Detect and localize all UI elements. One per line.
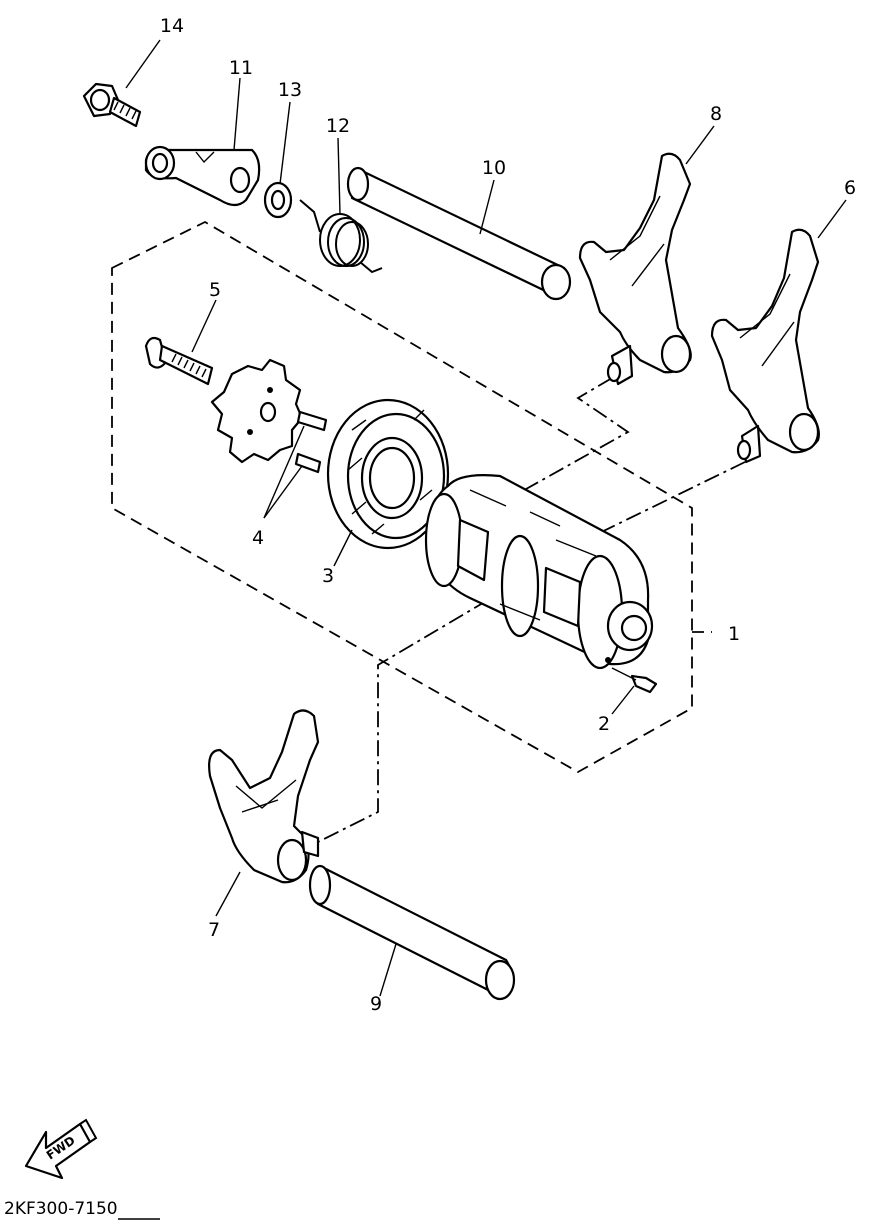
callout-6: 6 bbox=[844, 177, 856, 199]
centerline-fork6 bbox=[584, 461, 746, 541]
callout-4: 4 bbox=[252, 527, 264, 549]
callout-5: 5 bbox=[209, 279, 221, 301]
shift-fork-8 bbox=[578, 152, 692, 386]
callout-9: 9 bbox=[370, 993, 382, 1015]
callout-1: 1 bbox=[728, 623, 740, 645]
shift-fork-6 bbox=[710, 228, 820, 464]
callout-12: 12 bbox=[326, 115, 350, 137]
fwd-arrow-icon: FWD bbox=[24, 1118, 98, 1180]
shift-drum-1 bbox=[424, 474, 654, 670]
callout-2: 2 bbox=[598, 713, 610, 735]
leader-lines bbox=[125, 39, 847, 997]
spring-12 bbox=[299, 199, 383, 274]
washer-13 bbox=[263, 181, 293, 219]
callout-11: 11 bbox=[229, 57, 253, 79]
callout-14: 14 bbox=[160, 15, 184, 37]
dowel-pins-4 bbox=[294, 410, 328, 474]
assembly-boundary bbox=[111, 220, 693, 774]
centerline-fork8 bbox=[509, 377, 630, 499]
callout-13: 13 bbox=[278, 79, 302, 101]
screw-5 bbox=[144, 336, 214, 386]
bearing-3 bbox=[326, 398, 450, 550]
callout-10: 10 bbox=[482, 157, 506, 179]
screw-2 bbox=[611, 667, 658, 694]
diagram-code: 2KF300-7150 bbox=[4, 1199, 118, 1219]
centerline-fork7 bbox=[317, 599, 489, 843]
lever-11 bbox=[144, 145, 261, 207]
star-plate bbox=[210, 358, 304, 464]
callout-8: 8 bbox=[710, 103, 722, 125]
shift-fork-7 bbox=[208, 709, 320, 884]
bolt-14 bbox=[82, 82, 142, 128]
shaft-10 bbox=[346, 166, 572, 301]
shaft-9 bbox=[308, 864, 516, 1001]
callout-7: 7 bbox=[208, 919, 220, 941]
callout-3: 3 bbox=[322, 565, 334, 587]
